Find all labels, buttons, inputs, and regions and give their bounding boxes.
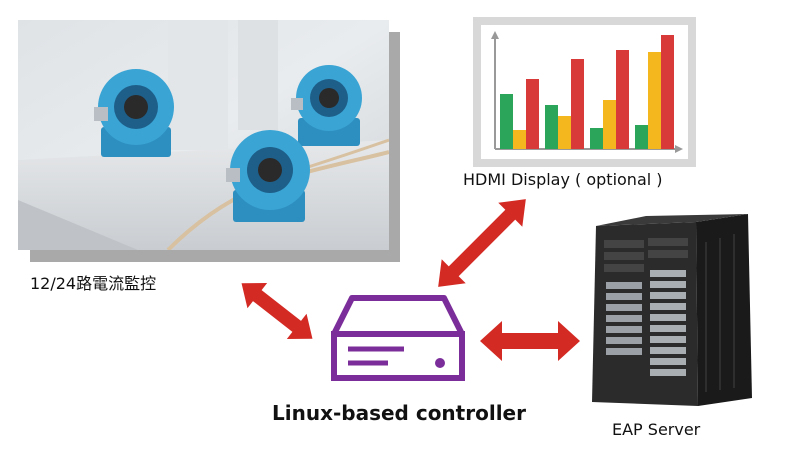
- arrow-sensors-controller: [241, 283, 313, 339]
- sensor-1: [94, 69, 174, 157]
- controller-label: Linux-based controller: [272, 401, 526, 425]
- hdmi-display-label: HDMI Display ( optional ): [463, 170, 663, 189]
- arrow-controller-server: [480, 321, 580, 361]
- controller-box-icon: [330, 294, 466, 384]
- current-sensors-photo: [18, 20, 389, 250]
- sensor-3: [226, 130, 310, 222]
- server-rack-icon: [586, 212, 756, 408]
- bar-chart-monitor-icon: [473, 17, 696, 167]
- sensors-label: 12/24路電流監控: [30, 274, 157, 293]
- eap-server-label: EAP Server: [612, 420, 701, 439]
- sensor-2: [291, 65, 362, 146]
- arrow-controller-hdmi: [438, 199, 526, 287]
